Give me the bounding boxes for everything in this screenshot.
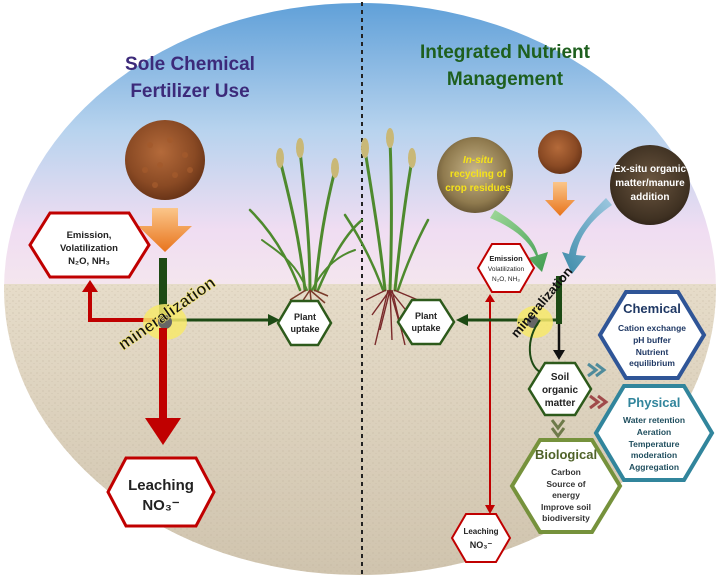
biological-hexagon bbox=[509, 438, 623, 534]
exsitu-line3: addition bbox=[631, 192, 670, 203]
right-stem-line bbox=[556, 276, 562, 324]
right-leaching-line1: Leaching bbox=[463, 527, 498, 536]
chemical-item: Cation exchange bbox=[618, 323, 686, 333]
left-leaching-hexagon bbox=[106, 456, 216, 528]
physical-title: Physical bbox=[628, 395, 681, 410]
physical-item: moderation bbox=[631, 450, 677, 460]
som-line3: matter bbox=[545, 398, 576, 409]
biological-item: energy bbox=[552, 490, 580, 500]
left-leaching-line2: NO₃⁻ bbox=[142, 497, 179, 514]
insitu-swoosh-arrow bbox=[490, 210, 548, 272]
biological-item: Carbon bbox=[551, 467, 581, 477]
left-microbe-icon bbox=[158, 315, 172, 329]
biological-item: Source of bbox=[546, 479, 585, 489]
left-emission-flow bbox=[88, 290, 158, 322]
fertilizer-granules-image bbox=[125, 120, 205, 200]
insitu-residue-image bbox=[437, 137, 513, 213]
physical-hexagon bbox=[593, 384, 715, 482]
right-fertilizer-down-arrow bbox=[545, 182, 575, 216]
right-roots-image bbox=[365, 289, 419, 346]
chemical-title: Chemical bbox=[623, 301, 681, 316]
right-plant-uptake-line2: uptake bbox=[411, 323, 440, 333]
fertilizer-down-arrow bbox=[138, 208, 192, 252]
biological-item: biodiversity bbox=[542, 513, 590, 523]
chemical-item: equilibrium bbox=[629, 358, 675, 368]
left-emission-line1: Emission, bbox=[67, 230, 112, 241]
left-plant-uptake-line1: Plant bbox=[294, 312, 316, 322]
insitu-line1: In-situ bbox=[463, 155, 493, 166]
insitu-line3: crop residues bbox=[445, 183, 511, 194]
exsitu-line1: Ex-situ organic bbox=[614, 164, 687, 175]
chemical-item: pH buffer bbox=[633, 335, 671, 345]
chevrons-to-biological bbox=[550, 419, 566, 439]
chemical-hexagon bbox=[597, 290, 707, 380]
chevrons-to-chemical bbox=[587, 362, 607, 378]
insitu-line2: recycling of bbox=[450, 169, 507, 180]
right-emission-line2: Volatilization bbox=[488, 266, 525, 273]
left-emission-line2: Volatilization bbox=[60, 243, 118, 254]
left-title-line1: Sole Chemical bbox=[125, 54, 255, 75]
right-emission-line3: N₂O, NH₃ bbox=[492, 276, 520, 283]
som-line1: Soil bbox=[551, 372, 570, 383]
right-emission-line1: Emission bbox=[489, 254, 523, 263]
chevrons-to-physical bbox=[589, 394, 609, 410]
left-title-line2: Fertilizer Use bbox=[130, 81, 249, 102]
chemical-item: Nutrient bbox=[636, 347, 669, 357]
biological-item: Improve soil bbox=[541, 502, 591, 512]
physical-item: Aeration bbox=[637, 427, 671, 437]
left-leaching-flow bbox=[159, 328, 167, 420]
exsitu-line2: matter/manure bbox=[615, 178, 685, 189]
left-emission-line3: N₂O, NH₃ bbox=[68, 256, 110, 267]
right-leaching-hexagon bbox=[450, 513, 512, 563]
exsitu-manure-image bbox=[610, 145, 690, 225]
right-leaching-line2: NO₃⁻ bbox=[470, 540, 493, 550]
left-plant-uptake-line2: uptake bbox=[290, 324, 319, 334]
som-hexagon bbox=[527, 361, 593, 417]
right-plant-uptake-line1: Plant bbox=[415, 311, 437, 321]
left-stem-line bbox=[159, 258, 167, 323]
som-line2: organic bbox=[542, 385, 579, 396]
left-emission-hexagon bbox=[28, 211, 151, 279]
som-return-arrow bbox=[528, 319, 541, 373]
left-plant-uptake-hexagon bbox=[276, 299, 333, 347]
physical-item: Temperature bbox=[629, 439, 680, 449]
biological-title: Biological bbox=[535, 447, 597, 462]
left-plant-image bbox=[248, 148, 364, 292]
right-emission-hexagon bbox=[476, 243, 536, 293]
physical-item: Water retention bbox=[623, 415, 685, 425]
exsitu-swoosh-arrow bbox=[562, 198, 612, 274]
right-title-line2: Management bbox=[447, 69, 564, 90]
left-leaching-line1: Leaching bbox=[128, 477, 194, 494]
right-title-line1: Integrated Nutrient bbox=[420, 42, 591, 63]
right-plant-image bbox=[343, 138, 430, 292]
right-fertilizer-granules-image bbox=[538, 130, 582, 174]
physical-item: Aggregation bbox=[629, 462, 679, 472]
right-plant-uptake-hexagon bbox=[396, 298, 456, 346]
